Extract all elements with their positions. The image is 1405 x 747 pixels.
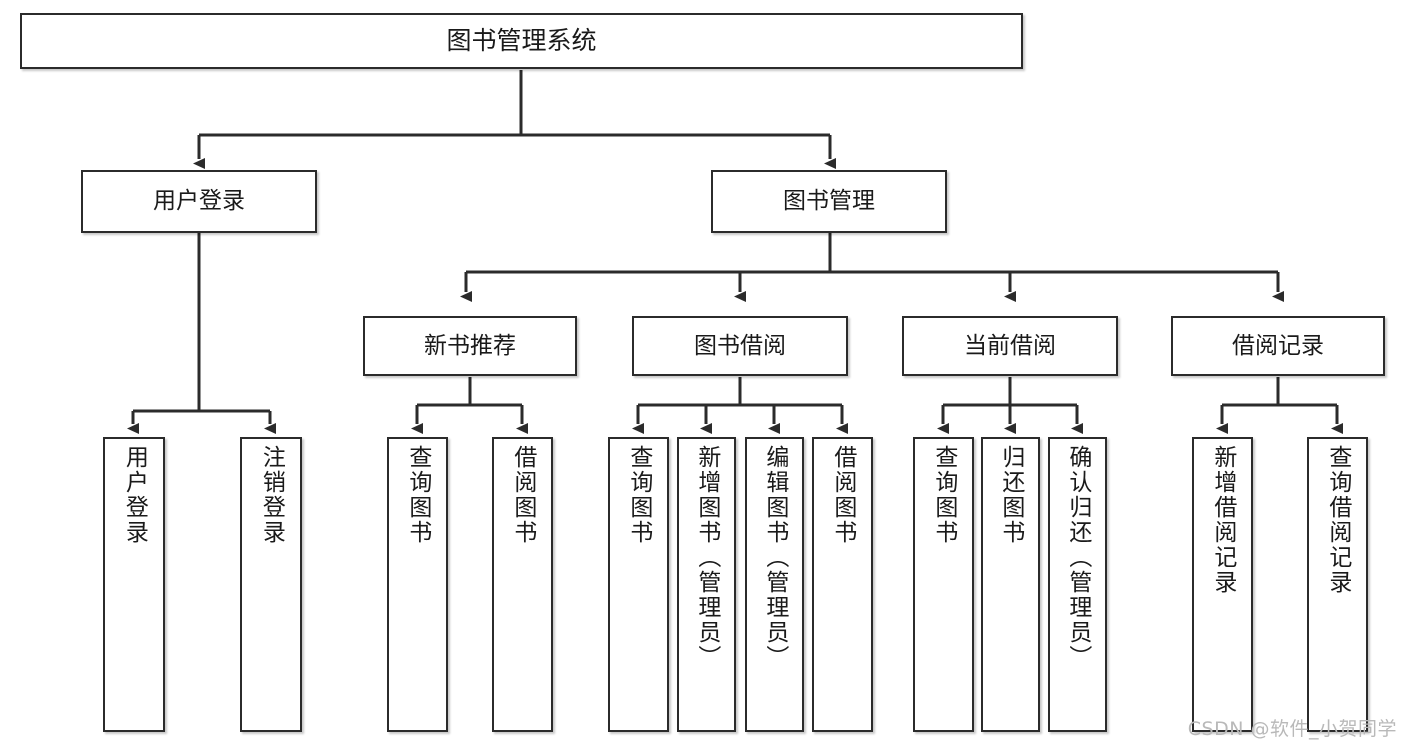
node-label: 编辑图书（管理员） xyxy=(761,445,788,670)
node-label: 归还图书 xyxy=(997,445,1024,545)
leaf-book-borrow-add[interactable]: 新增图书（管理员） xyxy=(677,437,736,732)
node-label: 查询图书 xyxy=(625,445,652,545)
node-label: 新增图书（管理员） xyxy=(693,445,720,670)
leaf-current-borrow-query[interactable]: 查询图书 xyxy=(913,437,974,732)
leaf-current-borrow-return[interactable]: 归还图书 xyxy=(981,437,1040,732)
leaf-new-book-borrow[interactable]: 借阅图书 xyxy=(492,437,553,732)
node-label: 用户登录 xyxy=(153,188,245,215)
leaf-book-borrow-borrow[interactable]: 借阅图书 xyxy=(812,437,873,732)
node-label: 确认归还（管理员） xyxy=(1064,445,1091,670)
leaf-book-borrow-query[interactable]: 查询图书 xyxy=(608,437,669,732)
node-label: 新增借阅记录 xyxy=(1209,445,1236,595)
node-current-borrow[interactable]: 当前借阅 xyxy=(902,316,1118,376)
leaf-current-borrow-confirm-return[interactable]: 确认归还（管理员） xyxy=(1048,437,1107,732)
node-borrow-record[interactable]: 借阅记录 xyxy=(1171,316,1385,376)
node-label: 当前借阅 xyxy=(964,332,1056,359)
node-label: 图书管理 xyxy=(783,188,875,215)
leaf-borrow-record-add[interactable]: 新增借阅记录 xyxy=(1192,437,1253,732)
leaf-book-borrow-edit[interactable]: 编辑图书（管理员） xyxy=(745,437,804,732)
node-label: 新书推荐 xyxy=(424,332,516,359)
node-label: 用户登录 xyxy=(121,445,148,545)
node-label: 查询图书 xyxy=(930,445,957,545)
node-book-management[interactable]: 图书管理 xyxy=(711,170,947,233)
node-root-system[interactable]: 图书管理系统 xyxy=(20,13,1023,69)
leaf-user-login-logout[interactable]: 注销登录 xyxy=(240,437,302,732)
node-label: 图书借阅 xyxy=(694,332,786,359)
leaf-user-login-login[interactable]: 用户登录 xyxy=(103,437,165,732)
leaf-new-book-query[interactable]: 查询图书 xyxy=(387,437,448,732)
node-label: 图书管理系统 xyxy=(446,25,597,55)
node-label: 查询图书 xyxy=(404,445,431,545)
node-book-borrow[interactable]: 图书借阅 xyxy=(632,316,848,376)
node-label: 查询借阅记录 xyxy=(1324,445,1351,595)
node-label: 借阅图书 xyxy=(829,445,856,545)
leaf-borrow-record-query[interactable]: 查询借阅记录 xyxy=(1307,437,1368,732)
node-new-book-recommend[interactable]: 新书推荐 xyxy=(363,316,577,376)
node-label: 注销登录 xyxy=(258,445,285,545)
node-label: 借阅记录 xyxy=(1232,332,1324,359)
node-user-login[interactable]: 用户登录 xyxy=(81,170,317,233)
node-label: 借阅图书 xyxy=(509,445,536,545)
